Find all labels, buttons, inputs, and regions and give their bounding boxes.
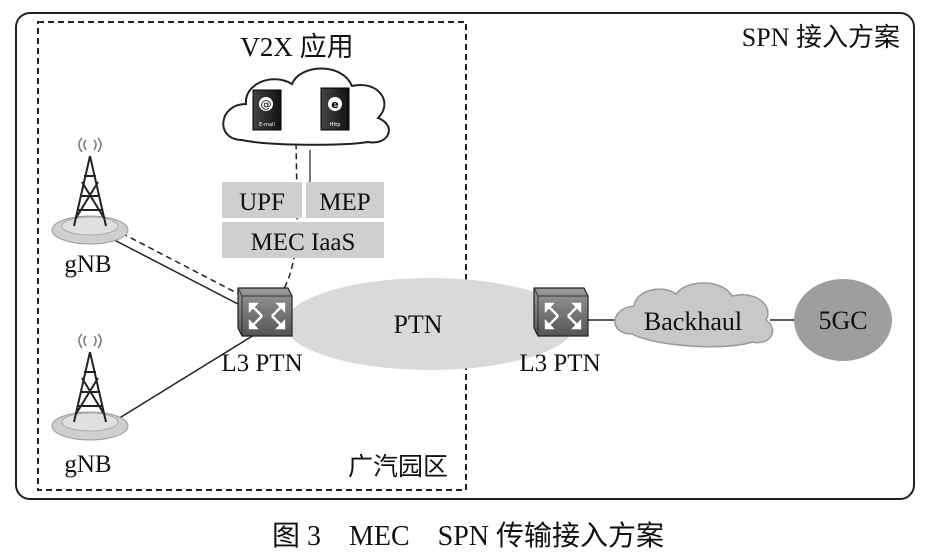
gnb1-router-link [94,229,266,319]
figure-caption: 图 3 MEC SPN 传输接入方案 [272,520,664,552]
mec-iaas-label: MEC IaaS [251,229,356,256]
gnb-label-2: gNB [64,451,111,478]
region-label: 广汽园区 [348,453,448,481]
http-caption: Http [330,122,341,128]
router-label-2: L3 PTN [519,350,600,377]
campus-region [37,21,467,491]
gnb-label-1: gNB [64,251,111,278]
upf-cell [222,182,302,218]
outer-frame [15,12,915,500]
gnb2-router-link [99,329,263,431]
diagram-title: SPN 接入方案 [742,23,900,52]
email-caption: E-mail [259,122,275,128]
router-icon [237,287,293,337]
backhaul-cloud [614,282,774,348]
email-server-icon: @ E-mail [252,89,282,131]
email-glyph: @ [261,98,272,111]
gnb1-router-dashed-link [103,223,259,305]
mec-iaas-cell [222,222,384,258]
core-label: 5GC [818,306,867,335]
upf-label: UPF [239,189,285,216]
mep-cell [306,182,384,218]
core-node [794,279,892,361]
mep-label: MEP [319,189,370,216]
ptn-label: PTN [393,310,442,339]
http-server-icon: e Http [320,87,350,131]
router-label-1: L3 PTN [221,350,302,377]
http-glyph: e [331,98,338,111]
cloud-label: V2X 应用 [240,32,353,62]
ptn-network-ellipse [285,278,575,370]
gnb-tower-icon [51,137,129,245]
gnb-tower-icon [51,333,129,441]
cloud-outline [222,67,390,146]
backhaul-label: Backhaul [644,307,742,336]
v2x-cloud: V2X 应用 @ E-mail e Http [222,32,390,146]
router-icon [533,287,589,337]
mec-stack: UPF MEP MEC IaaS [222,182,384,258]
